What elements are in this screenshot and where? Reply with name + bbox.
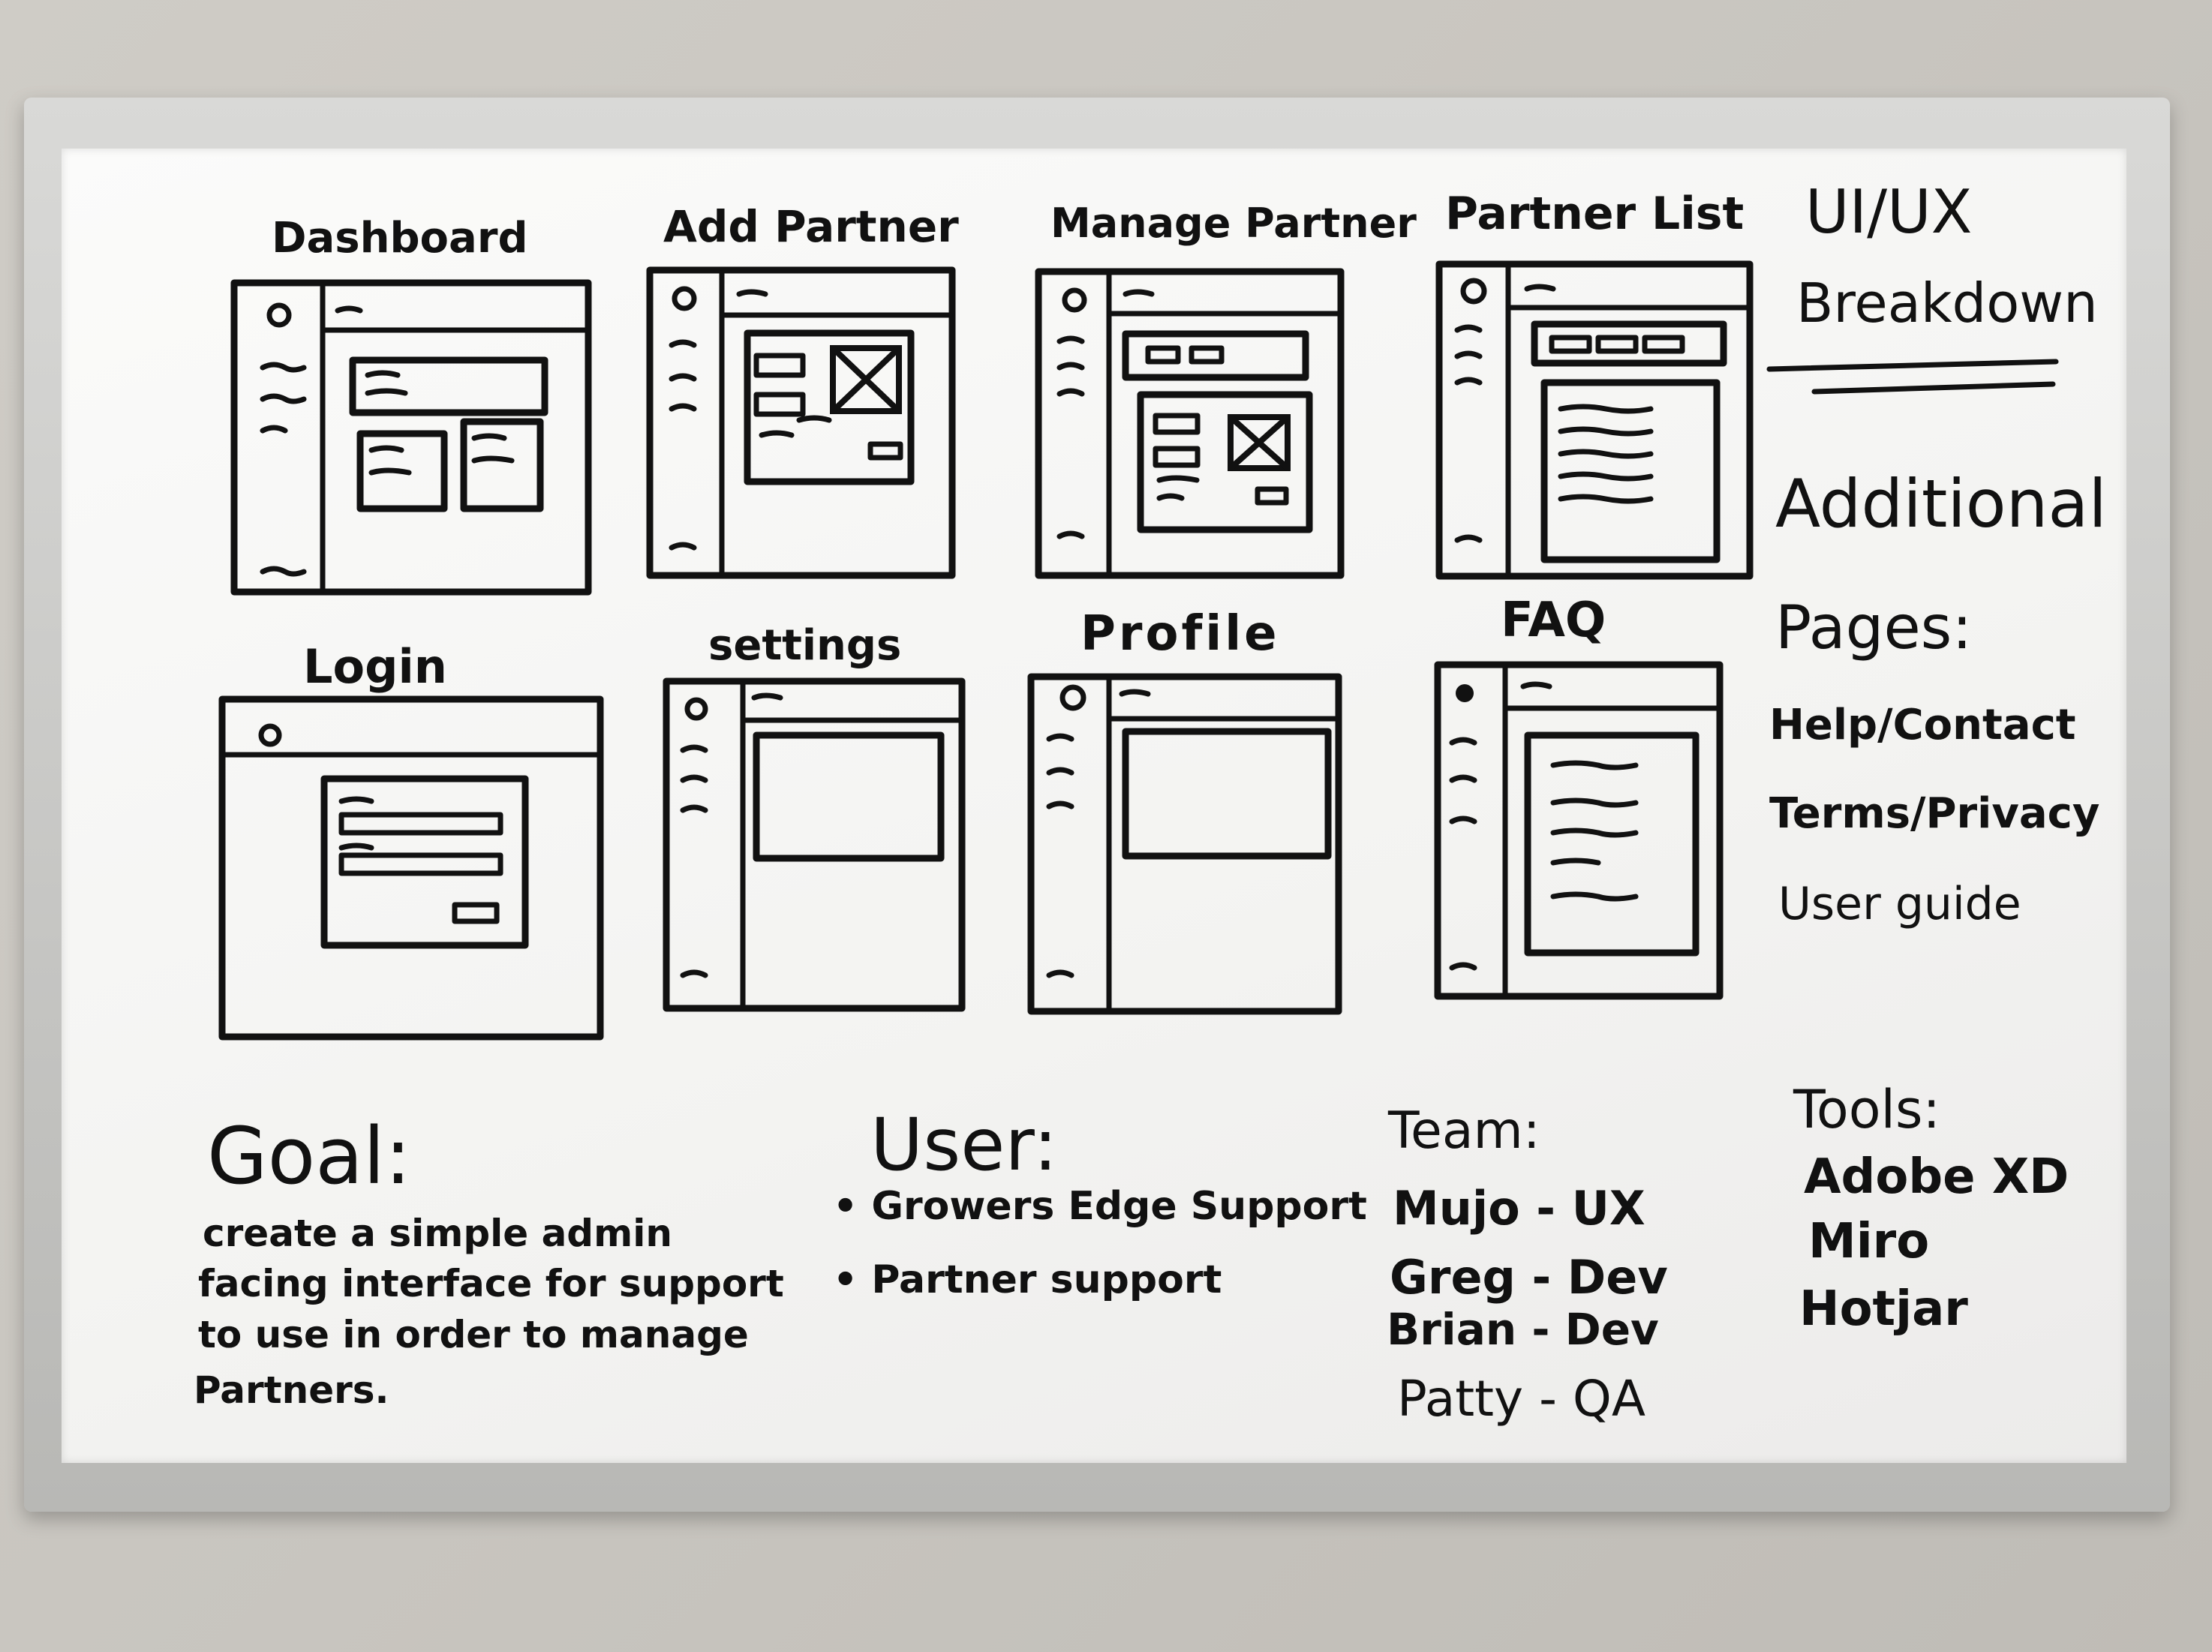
sketch-manage-partner (1035, 268, 1345, 579)
title-underline-2 (1811, 381, 2056, 395)
label-manage-partner: Manage Partner (1050, 200, 1417, 247)
sketch-profile (1027, 673, 1342, 1015)
goal-line: create a simple admin (203, 1212, 672, 1255)
label-login: Login (303, 639, 447, 694)
tools-item: Adobe XD (1804, 1149, 2069, 1205)
additional-heading-2: Pages: (1775, 593, 1973, 662)
additional-item: Help/Contact (1769, 701, 2076, 749)
label-settings: settings (708, 621, 902, 670)
user-item: • Partner support (833, 1257, 1222, 1302)
tools-item: Hotjar (1799, 1281, 1968, 1337)
goal-line: to use in order to manage (198, 1313, 749, 1356)
board-title-line2: Breakdown (1796, 272, 2098, 335)
tools-item: Miro (1808, 1214, 1930, 1269)
label-faq: FAQ (1501, 593, 1606, 648)
additional-item: User guide (1778, 878, 2021, 930)
title-underline-1 (1766, 359, 2059, 372)
team-member: Greg - Dev (1390, 1250, 1668, 1305)
team-member: Mujo - UX (1393, 1181, 1645, 1236)
sketch-dashboard (230, 279, 592, 596)
additional-heading-1: Additional (1775, 465, 2107, 542)
label-dashboard: Dashboard (272, 214, 528, 263)
tools-heading: Tools: (1793, 1079, 1941, 1140)
team-member: Patty - QA (1397, 1370, 1645, 1428)
user-item: • Growers Edge Support (833, 1184, 1367, 1229)
goal-line: facing interface for support (198, 1262, 784, 1305)
team-heading: Team: (1388, 1101, 1540, 1161)
label-profile: Profile (1080, 606, 1280, 662)
sketch-settings (663, 677, 966, 1012)
label-add-partner: Add Partner (663, 201, 959, 252)
goal-heading: Goal: (207, 1110, 411, 1202)
board-title-line1: UI/UX (1805, 177, 1973, 247)
sketch-faq (1434, 661, 1724, 1000)
user-heading: User: (870, 1103, 1058, 1187)
sketch-partner-list (1435, 260, 1754, 580)
team-member: Brian - Dev (1387, 1304, 1659, 1355)
label-partner-list: Partner List (1445, 188, 1745, 240)
sketch-add-partner (646, 266, 956, 579)
goal-line: Partners. (194, 1368, 389, 1412)
additional-item: Terms/Privacy (1769, 789, 2100, 838)
sketch-login (218, 695, 604, 1041)
